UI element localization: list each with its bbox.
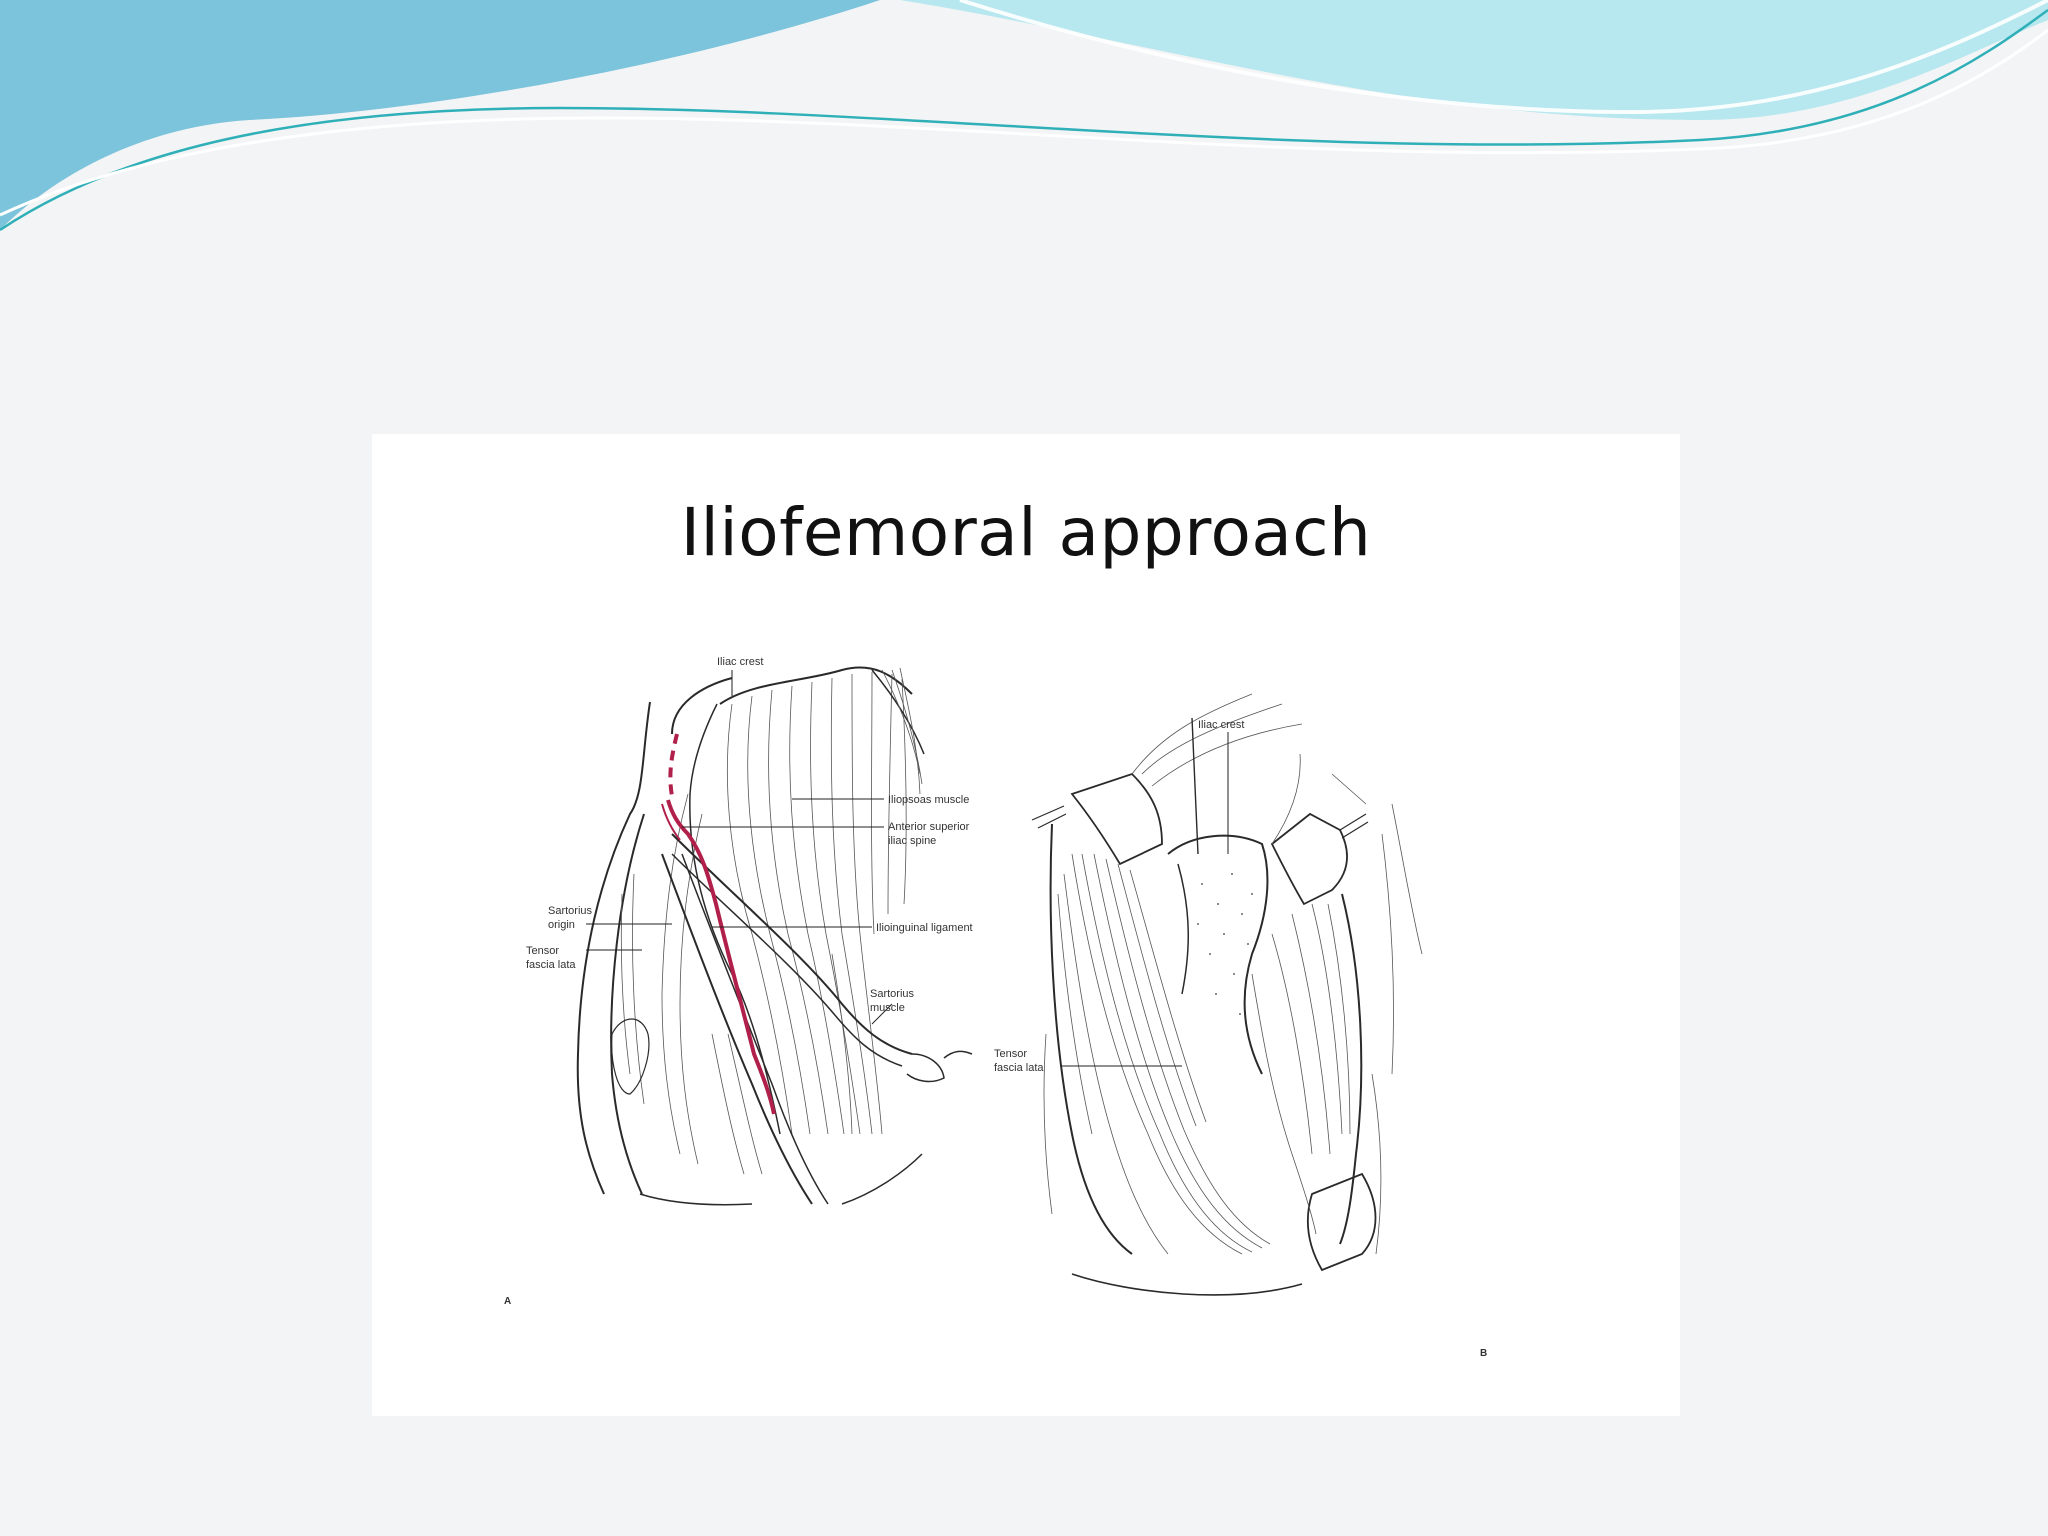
label-a-sartorius-origin-line1: Sartorius bbox=[548, 905, 593, 917]
figure-a-leader-lines bbox=[586, 670, 893, 1025]
figure-b-illustration bbox=[1031, 693, 1423, 1296]
label-a-sartorius-origin-line2: origin bbox=[548, 919, 575, 931]
label-b-tensor-line1: Tensor bbox=[994, 1048, 1027, 1060]
label-a-sartorius-muscle-line2: muscle bbox=[870, 1002, 905, 1014]
label-a-tensor-line2: fascia lata bbox=[526, 959, 576, 971]
label-a-asis-line1: Anterior superior bbox=[888, 821, 970, 833]
panel-letter-b: B bbox=[1480, 1348, 1487, 1359]
anatomy-figure: Iliac crest Iliopsoas muscle Anterior su… bbox=[504, 656, 1487, 1359]
label-b-iliac-crest: Iliac crest bbox=[1198, 719, 1244, 731]
label-a-sartorius-muscle-line1: Sartorius bbox=[870, 988, 915, 1000]
header-wave-decoration bbox=[0, 0, 2048, 232]
label-a-iliopsoas-muscle: Iliopsoas muscle bbox=[888, 794, 969, 806]
incision-dashed-line bbox=[668, 733, 679, 797]
panel-letter-a: A bbox=[504, 1296, 511, 1307]
figure-a-illustration bbox=[576, 666, 973, 1206]
slide-title: Iliofemoral approach bbox=[680, 494, 1372, 571]
label-a-asis-line2: iliac spine bbox=[888, 835, 936, 847]
label-a-tensor-line1: Tensor bbox=[526, 945, 559, 957]
incision-line bbox=[666, 799, 776, 1115]
label-a-iliac-crest: Iliac crest bbox=[717, 656, 763, 668]
label-a-ilioinguinal-ligament: Ilioinguinal ligament bbox=[876, 922, 973, 934]
figure-b-leader-lines bbox=[1062, 732, 1229, 1067]
label-b-tensor-line2: fascia lata bbox=[994, 1062, 1044, 1074]
image-panel: Iliofemoral approach bbox=[372, 434, 1680, 1416]
